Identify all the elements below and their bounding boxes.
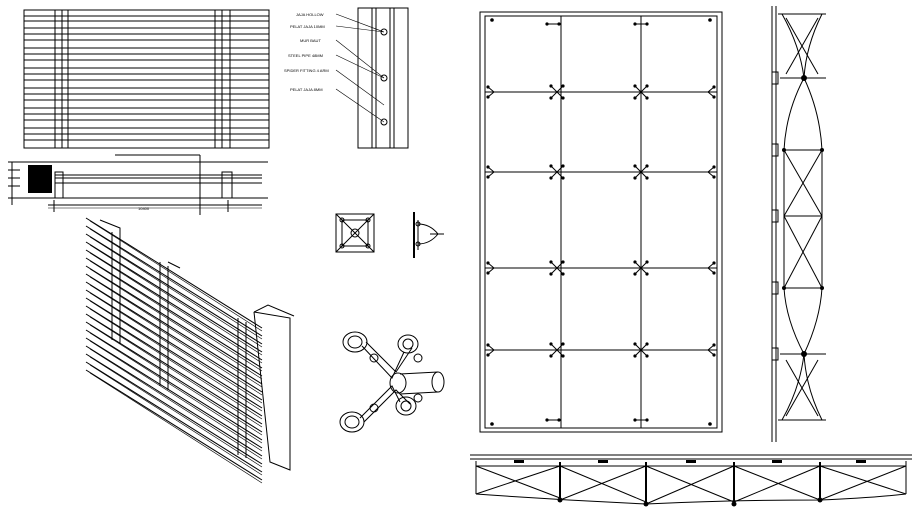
louver-section-detail: 10400 — [8, 154, 268, 215]
iso-slat-edge — [89, 308, 263, 420]
iso-slat-edge — [89, 372, 263, 484]
spider-fitting-plan — [335, 213, 375, 253]
vertical-truss — [771, 6, 826, 442]
iso-slat-edge — [89, 356, 263, 468]
top-fitting-icon — [545, 418, 561, 422]
top-fitting-icon — [545, 22, 561, 26]
iso-slat-edge — [89, 292, 263, 404]
iso-slat-edge — [89, 300, 263, 412]
iso-slat-edge — [89, 220, 263, 332]
iso-slat — [85, 321, 263, 433]
iso-slat — [85, 329, 263, 441]
corner-bolt-icon — [490, 422, 494, 426]
iso-slat — [85, 233, 263, 345]
iso-slat — [85, 361, 263, 473]
spider-fitting-icon — [549, 260, 565, 276]
iso-slat-edge — [89, 316, 263, 428]
iso-slat-edge — [89, 268, 263, 380]
callout-section-detail: JAJA HOLLOW PELAT JAJA 10MM MUR BAUT STE… — [284, 7, 409, 149]
iso-slat — [85, 241, 263, 353]
iso-slat — [85, 273, 263, 385]
spider-fitting-icon — [633, 164, 649, 180]
iso-slat — [85, 289, 263, 401]
callout-label-1: JAJA HOLLOW — [296, 12, 324, 17]
callout-label-4: STEEL PIPE 48MM — [288, 53, 323, 58]
iso-slat — [85, 297, 263, 409]
iso-slat-edge — [89, 324, 263, 436]
iso-slat-edge — [89, 228, 263, 340]
iso-slat — [85, 225, 263, 337]
callout-label-5: SPIDER FITTING 4 ARM — [284, 68, 329, 73]
edge-fitting-icon — [707, 343, 716, 357]
louver-elevation — [23, 9, 270, 149]
spider-fitting-3d — [339, 331, 445, 433]
edge-fitting-icon — [486, 343, 495, 357]
edge-fitting-icon — [707, 165, 716, 179]
edge-fitting-icon — [486, 261, 495, 275]
horizontal-truss — [470, 454, 912, 507]
iso-slat-edge — [89, 340, 263, 452]
edge-fitting-icon — [707, 85, 716, 99]
iso-slat — [85, 305, 263, 417]
spider-fitting-icon — [549, 84, 565, 100]
iso-slat-edge — [89, 332, 263, 444]
iso-slat-edge — [89, 244, 263, 356]
iso-slat-edge — [89, 252, 263, 364]
iso-slat — [85, 345, 263, 457]
iso-slat-edge — [89, 284, 263, 396]
iso-slat — [85, 265, 263, 377]
edge-fitting-icon — [486, 85, 495, 99]
iso-slat-edge — [89, 236, 263, 348]
iso-slat-edge — [89, 364, 263, 476]
spider-fitting-icon — [549, 164, 565, 180]
corner-bolt-icon — [708, 18, 712, 22]
corner-bolt-icon — [708, 422, 712, 426]
spider-fitting-icon — [633, 342, 649, 358]
top-fitting-icon — [633, 418, 649, 422]
iso-slat — [85, 337, 263, 449]
spider-fitting-icon — [633, 84, 649, 100]
iso-slat — [85, 281, 263, 393]
callout-label-6: PELAT JAJA 8MM — [290, 87, 323, 92]
spider-fitting-side — [413, 212, 444, 258]
iso-slat — [85, 249, 263, 361]
section-column-block — [28, 165, 52, 193]
iso-slat-edge — [89, 260, 263, 372]
glass-panel-plan — [479, 11, 723, 433]
iso-slat — [85, 217, 263, 329]
iso-slat-edge — [89, 276, 263, 388]
callout-label-3: MUR BAUT — [300, 38, 321, 43]
spider-fitting-icon — [549, 342, 565, 358]
corner-bolt-icon — [490, 18, 494, 22]
louver-isometric — [85, 217, 295, 484]
callout-label-2: PELAT JAJA 10MM — [290, 24, 325, 29]
spider-fitting-icon — [633, 260, 649, 276]
top-fitting-icon — [633, 22, 649, 26]
iso-slat — [85, 313, 263, 425]
edge-fitting-icon — [486, 165, 495, 179]
iso-slat — [85, 257, 263, 369]
section-dimension: 10400 — [138, 206, 150, 211]
iso-slat — [85, 353, 263, 465]
edge-fitting-icon — [707, 261, 716, 275]
iso-slat — [85, 369, 263, 481]
iso-slat-edge — [89, 348, 263, 460]
